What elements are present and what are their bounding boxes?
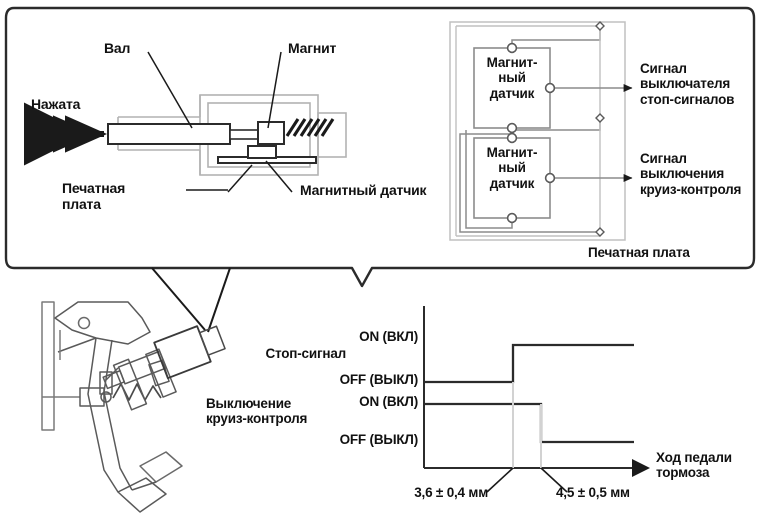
leader-shaft (147, 51, 193, 129)
sensor-box-1-label: Магнит- ный датчик (486, 55, 538, 101)
sensor-box-2-label: Магнит- ный датчик (486, 145, 538, 191)
circuit-output-stop-signal: Сигнал выключателя стоп-сигналов (640, 61, 735, 107)
label-shaft: Вал (104, 40, 131, 56)
terminal-node (506, 42, 518, 54)
series-stop-signal-trace (424, 343, 634, 384)
chart-ytick-cruise-on: ON (ВКЛ) (359, 394, 418, 409)
chart-annotation-3-6mm: 3,6 ± 0,4 мм (414, 485, 488, 500)
leader-pcb (227, 164, 253, 193)
chart-annotation-4-5mm: 4,5 ± 0,5 мм (556, 485, 630, 500)
chart-ytick-stop-off: OFF (ВЫКЛ) (339, 372, 419, 387)
board-terminal (595, 21, 605, 31)
panel-to-pedal-leader (151, 267, 231, 333)
chart-xaxis-label: Ход педали тормоза (656, 450, 732, 481)
top-panel-border (4, 6, 756, 288)
circuit-output-cruise-cancel: Сигнал выключения круиз-контроля (640, 151, 742, 197)
circuit-board-caption: Печатная плата (588, 245, 690, 260)
chart-row-label-stop-signal: Стоп-сигнал (265, 346, 346, 361)
switch-cross-section (24, 51, 347, 193)
terminal-node (506, 212, 518, 224)
terminal-node (506, 122, 518, 134)
series-cruise-cancel-trace (424, 402, 634, 444)
label-magnet: Магнит (288, 40, 337, 56)
terminal-node (544, 172, 556, 184)
chart-row-label-cruise-cancel: Выключение круиз-контроля (206, 396, 308, 427)
timing-chart (423, 306, 650, 493)
label-pcb: Печатная плата (62, 180, 126, 212)
leader-sensor (265, 160, 293, 193)
chart-ytick-cruise-off: OFF (ВЫКЛ) (339, 432, 419, 447)
leader-magnet (267, 51, 282, 129)
pcb-circuit (449, 21, 633, 241)
terminal-node (506, 132, 518, 144)
brake-pedal-assembly (41, 301, 226, 513)
label-magnetic-sensor: Магнитный датчик (300, 182, 427, 198)
label-pressed: Нажата (31, 96, 81, 112)
chart-ytick-stop-on: ON (ВКЛ) (359, 329, 418, 344)
board-terminal (595, 227, 605, 237)
terminal-node (544, 82, 556, 94)
magnet-hatching (285, 118, 335, 137)
board-terminal (595, 113, 605, 123)
